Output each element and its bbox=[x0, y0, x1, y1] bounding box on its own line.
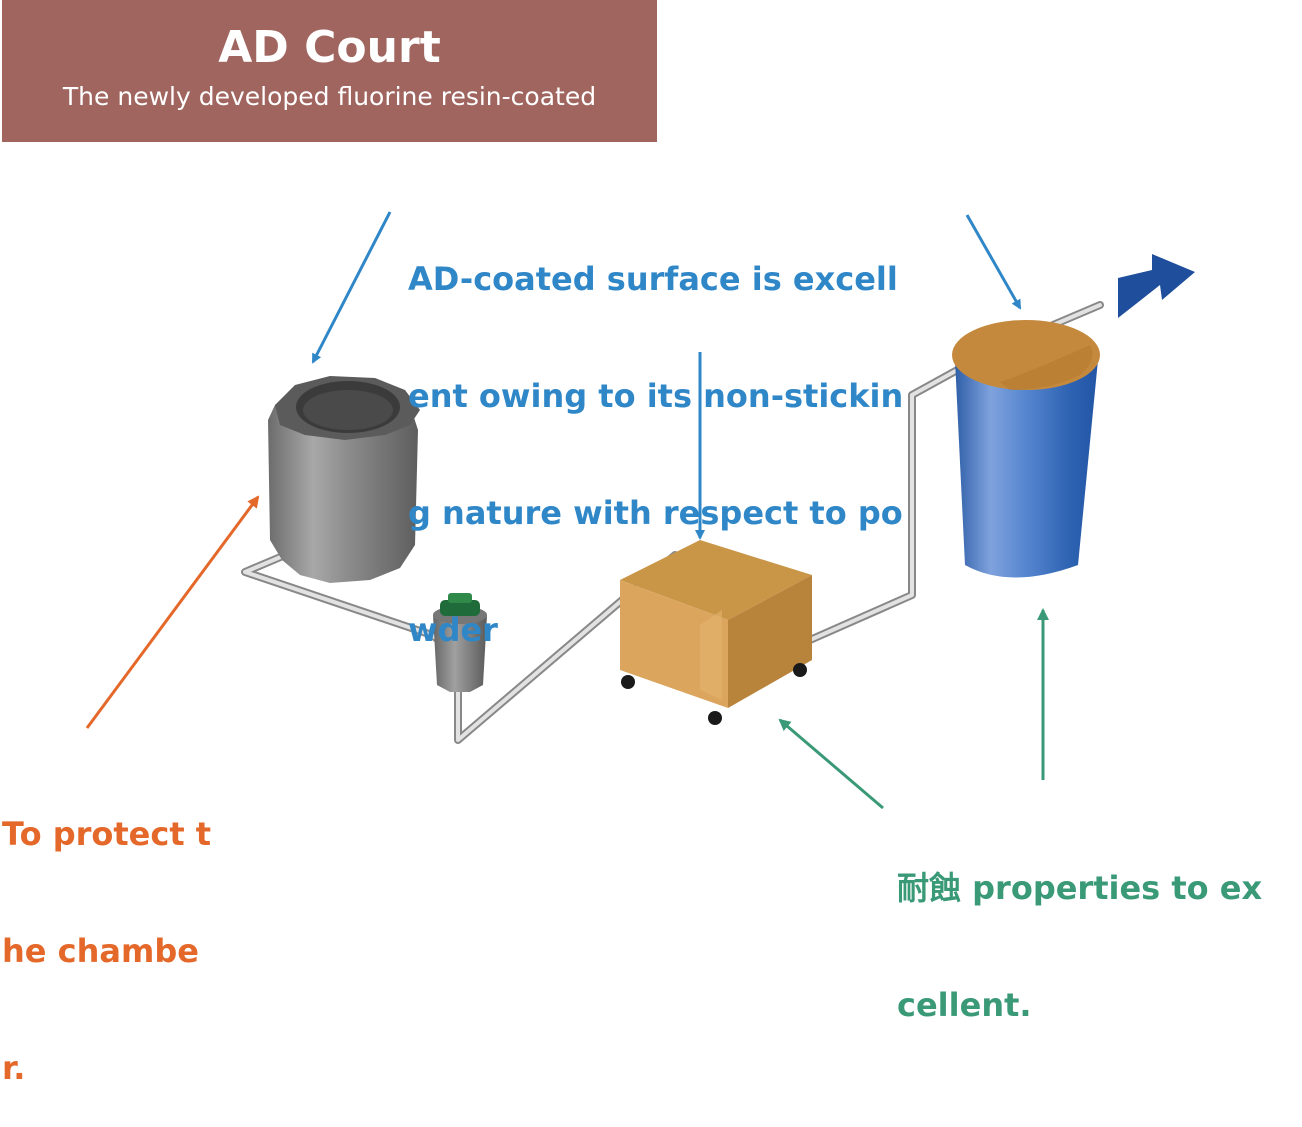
blue-pointer-arrow-right bbox=[965, 214, 1022, 310]
coating-benefit-line: AD-coated surface is excell bbox=[408, 260, 898, 298]
orange-pointer-arrow bbox=[85, 495, 260, 729]
green-cap-filter-icon bbox=[433, 593, 487, 692]
chamber-protection-line: r. bbox=[2, 1049, 26, 1087]
blue-pointer-arrow-left bbox=[311, 211, 392, 364]
chamber-protection-line: To protect t bbox=[2, 815, 212, 853]
outlet-arrow-icon bbox=[1118, 254, 1195, 318]
gray-octagon-tank-icon bbox=[268, 376, 420, 583]
process-diagram bbox=[85, 211, 1195, 810]
corrosion-resistance-line: cellent. bbox=[897, 986, 1032, 1024]
page-subtitle: The newly developed fluorine resin-coate… bbox=[62, 82, 597, 111]
coating-benefit-label: AD-coated surface is excell ent owing to… bbox=[408, 182, 903, 689]
green-pointer-arrow-box bbox=[778, 718, 884, 810]
chamber-protection-line: he chambe bbox=[2, 932, 199, 970]
coating-benefit-line: ent owing to its non-stickin bbox=[408, 377, 904, 415]
corrosion-resistance-label: 耐蝕 properties to ex cellent. bbox=[897, 791, 1262, 1064]
blue-cylinder-tank-icon bbox=[952, 320, 1100, 578]
coating-benefit-line: wder bbox=[408, 611, 498, 649]
title-banner: AD Court The newly developed fluorine re… bbox=[2, 0, 657, 142]
chamber-protection-label: To protect t he chambe r. bbox=[2, 737, 211, 1127]
corrosion-resistance-line: 耐蝕 properties to ex bbox=[897, 869, 1263, 907]
coating-benefit-line: g nature with respect to po bbox=[408, 494, 903, 532]
page-title: AD Court bbox=[218, 22, 441, 73]
tan-box-cart-icon bbox=[620, 540, 812, 725]
